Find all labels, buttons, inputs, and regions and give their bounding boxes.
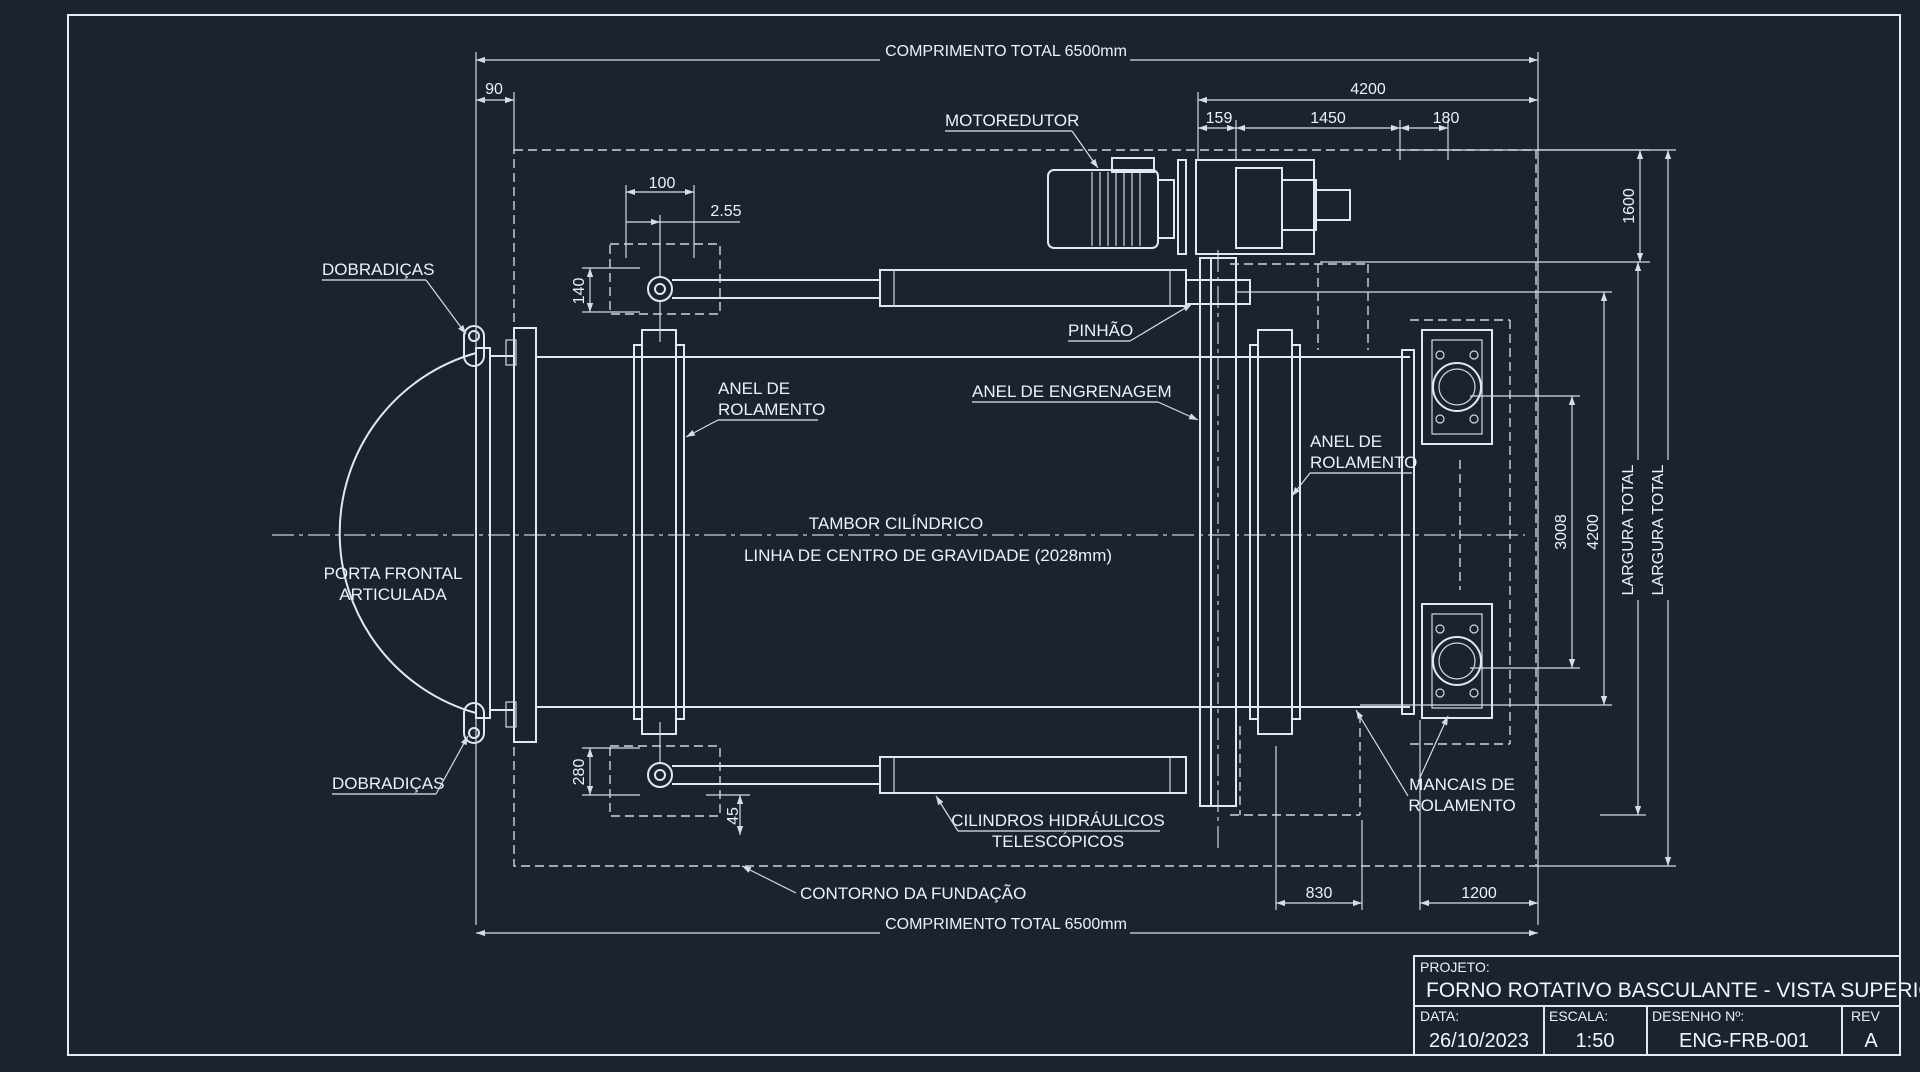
dim-280: 280 bbox=[571, 759, 588, 786]
dim-45: 45 bbox=[725, 807, 742, 825]
dim-1600: 1600 bbox=[1621, 188, 1638, 224]
bearing-block-top bbox=[1421, 329, 1493, 445]
drum-body bbox=[536, 349, 1415, 715]
label-anel-engrenagem: ANEL DE ENGRENAGEM bbox=[972, 382, 1172, 401]
pinion bbox=[1185, 279, 1330, 305]
label-dobradicas-bottom: DOBRADIÇAS bbox=[332, 774, 444, 793]
dimension-texts: COMPRIMENTO TOTAL 6500mm COMPRIMENTO TOT… bbox=[485, 40, 1671, 935]
motor-reducer bbox=[1047, 157, 1351, 255]
dim-largura-total-2: LARGURA TOTAL bbox=[1650, 465, 1667, 596]
gear-ring bbox=[1199, 257, 1237, 807]
label-anel-rolamento-left-2: ROLAMENTO bbox=[718, 400, 825, 419]
label-motoredutor: MOTOREDUTOR bbox=[945, 111, 1079, 130]
left-rolling-ring bbox=[633, 329, 685, 735]
label-anel-rolamento-right-2: ROLAMENTO bbox=[1310, 453, 1417, 472]
dim-1200: 1200 bbox=[1461, 885, 1497, 902]
tb-data-value: 26/10/2023 bbox=[1429, 1030, 1529, 1052]
dim-140: 140 bbox=[571, 278, 588, 305]
dim-3008: 3008 bbox=[1553, 514, 1570, 550]
dim-4200-top: 4200 bbox=[1350, 81, 1386, 98]
callouts: MOTOREDUTOR DOBRADIÇAS DOBRADIÇAS PINHÃO… bbox=[322, 111, 1516, 903]
label-anel-rolamento-right-1: ANEL DE bbox=[1310, 432, 1382, 451]
hinge-bottom bbox=[463, 702, 485, 744]
hidden-lines bbox=[1230, 263, 1511, 816]
hydraulic-cylinder-top bbox=[647, 269, 1187, 342]
right-rolling-ring bbox=[1249, 329, 1301, 735]
dim-overall-length-bottom: COMPRIMENTO TOTAL 6500mm bbox=[885, 916, 1127, 933]
dim-overall-length-top: COMPRIMENTO TOTAL 6500mm bbox=[885, 43, 1127, 60]
tb-rev-label: REV bbox=[1851, 1008, 1880, 1024]
dim-100: 100 bbox=[649, 175, 676, 192]
label-pinhao: PINHÃO bbox=[1068, 321, 1133, 340]
hydraulic-cylinder-bottom bbox=[647, 722, 1187, 794]
foundation-outline bbox=[513, 149, 1537, 867]
tb-projeto-label: PROJETO: bbox=[1420, 959, 1490, 975]
label-porta-frontal-1: PORTA FRONTAL bbox=[324, 564, 463, 583]
hinge-top bbox=[463, 325, 485, 367]
tb-escala-value: 1:50 bbox=[1576, 1030, 1615, 1052]
tb-escala-label: ESCALA: bbox=[1549, 1008, 1608, 1024]
label-dobradicas-top: DOBRADIÇAS bbox=[322, 260, 434, 279]
drawing-border bbox=[67, 14, 1901, 1056]
label-linha-centro-gravidade: LINHA DE CENTRO DE GRAVIDADE (2028mm) bbox=[744, 546, 1112, 565]
tb-projeto-value: FORNO ROTATIVO BASCULANTE - VISTA SUPERI… bbox=[1426, 979, 1920, 1002]
dim-1450: 1450 bbox=[1310, 110, 1346, 127]
label-cilindros-1: CILINDROS HIDRÁULICOS bbox=[951, 811, 1164, 830]
dim-2-55: 2.55 bbox=[710, 203, 741, 220]
label-tambor-cilindrico: TAMBOR CILÍNDRICO bbox=[809, 514, 983, 533]
dim-180: 180 bbox=[1433, 110, 1460, 127]
cylinder-bracket-top bbox=[609, 243, 721, 315]
tb-data-label: DATA: bbox=[1420, 1008, 1459, 1024]
label-anel-rolamento-left-1: ANEL DE bbox=[718, 379, 790, 398]
dim-159: 159 bbox=[1206, 110, 1233, 127]
tb-desenho-label: DESENHO Nº: bbox=[1652, 1008, 1744, 1024]
dim-830: 830 bbox=[1306, 885, 1333, 902]
dim-90: 90 bbox=[485, 81, 503, 98]
label-porta-frontal-2: ARTICULADA bbox=[339, 585, 447, 604]
label-cilindros-2: TELESCÓPICOS bbox=[992, 832, 1124, 851]
tb-desenho-value: ENG-FRB-001 bbox=[1679, 1030, 1809, 1052]
label-contorno-fundacao: CONTORNO DA FUNDAÇÃO bbox=[800, 884, 1026, 903]
cylinder-bracket-bottom bbox=[609, 745, 721, 817]
label-mancais-2: ROLAMENTO bbox=[1408, 796, 1515, 815]
dim-4200-right: 4200 bbox=[1585, 514, 1602, 550]
dim-largura-total-1: LARGURA TOTAL bbox=[1620, 465, 1637, 596]
title-block: PROJETO: FORNO ROTATIVO BASCULANTE - VIS… bbox=[1413, 955, 1920, 1056]
label-mancais-1: MANCAIS DE bbox=[1409, 775, 1515, 794]
bearing-block-bottom bbox=[1421, 603, 1493, 719]
tb-rev-value: A bbox=[1864, 1030, 1878, 1052]
